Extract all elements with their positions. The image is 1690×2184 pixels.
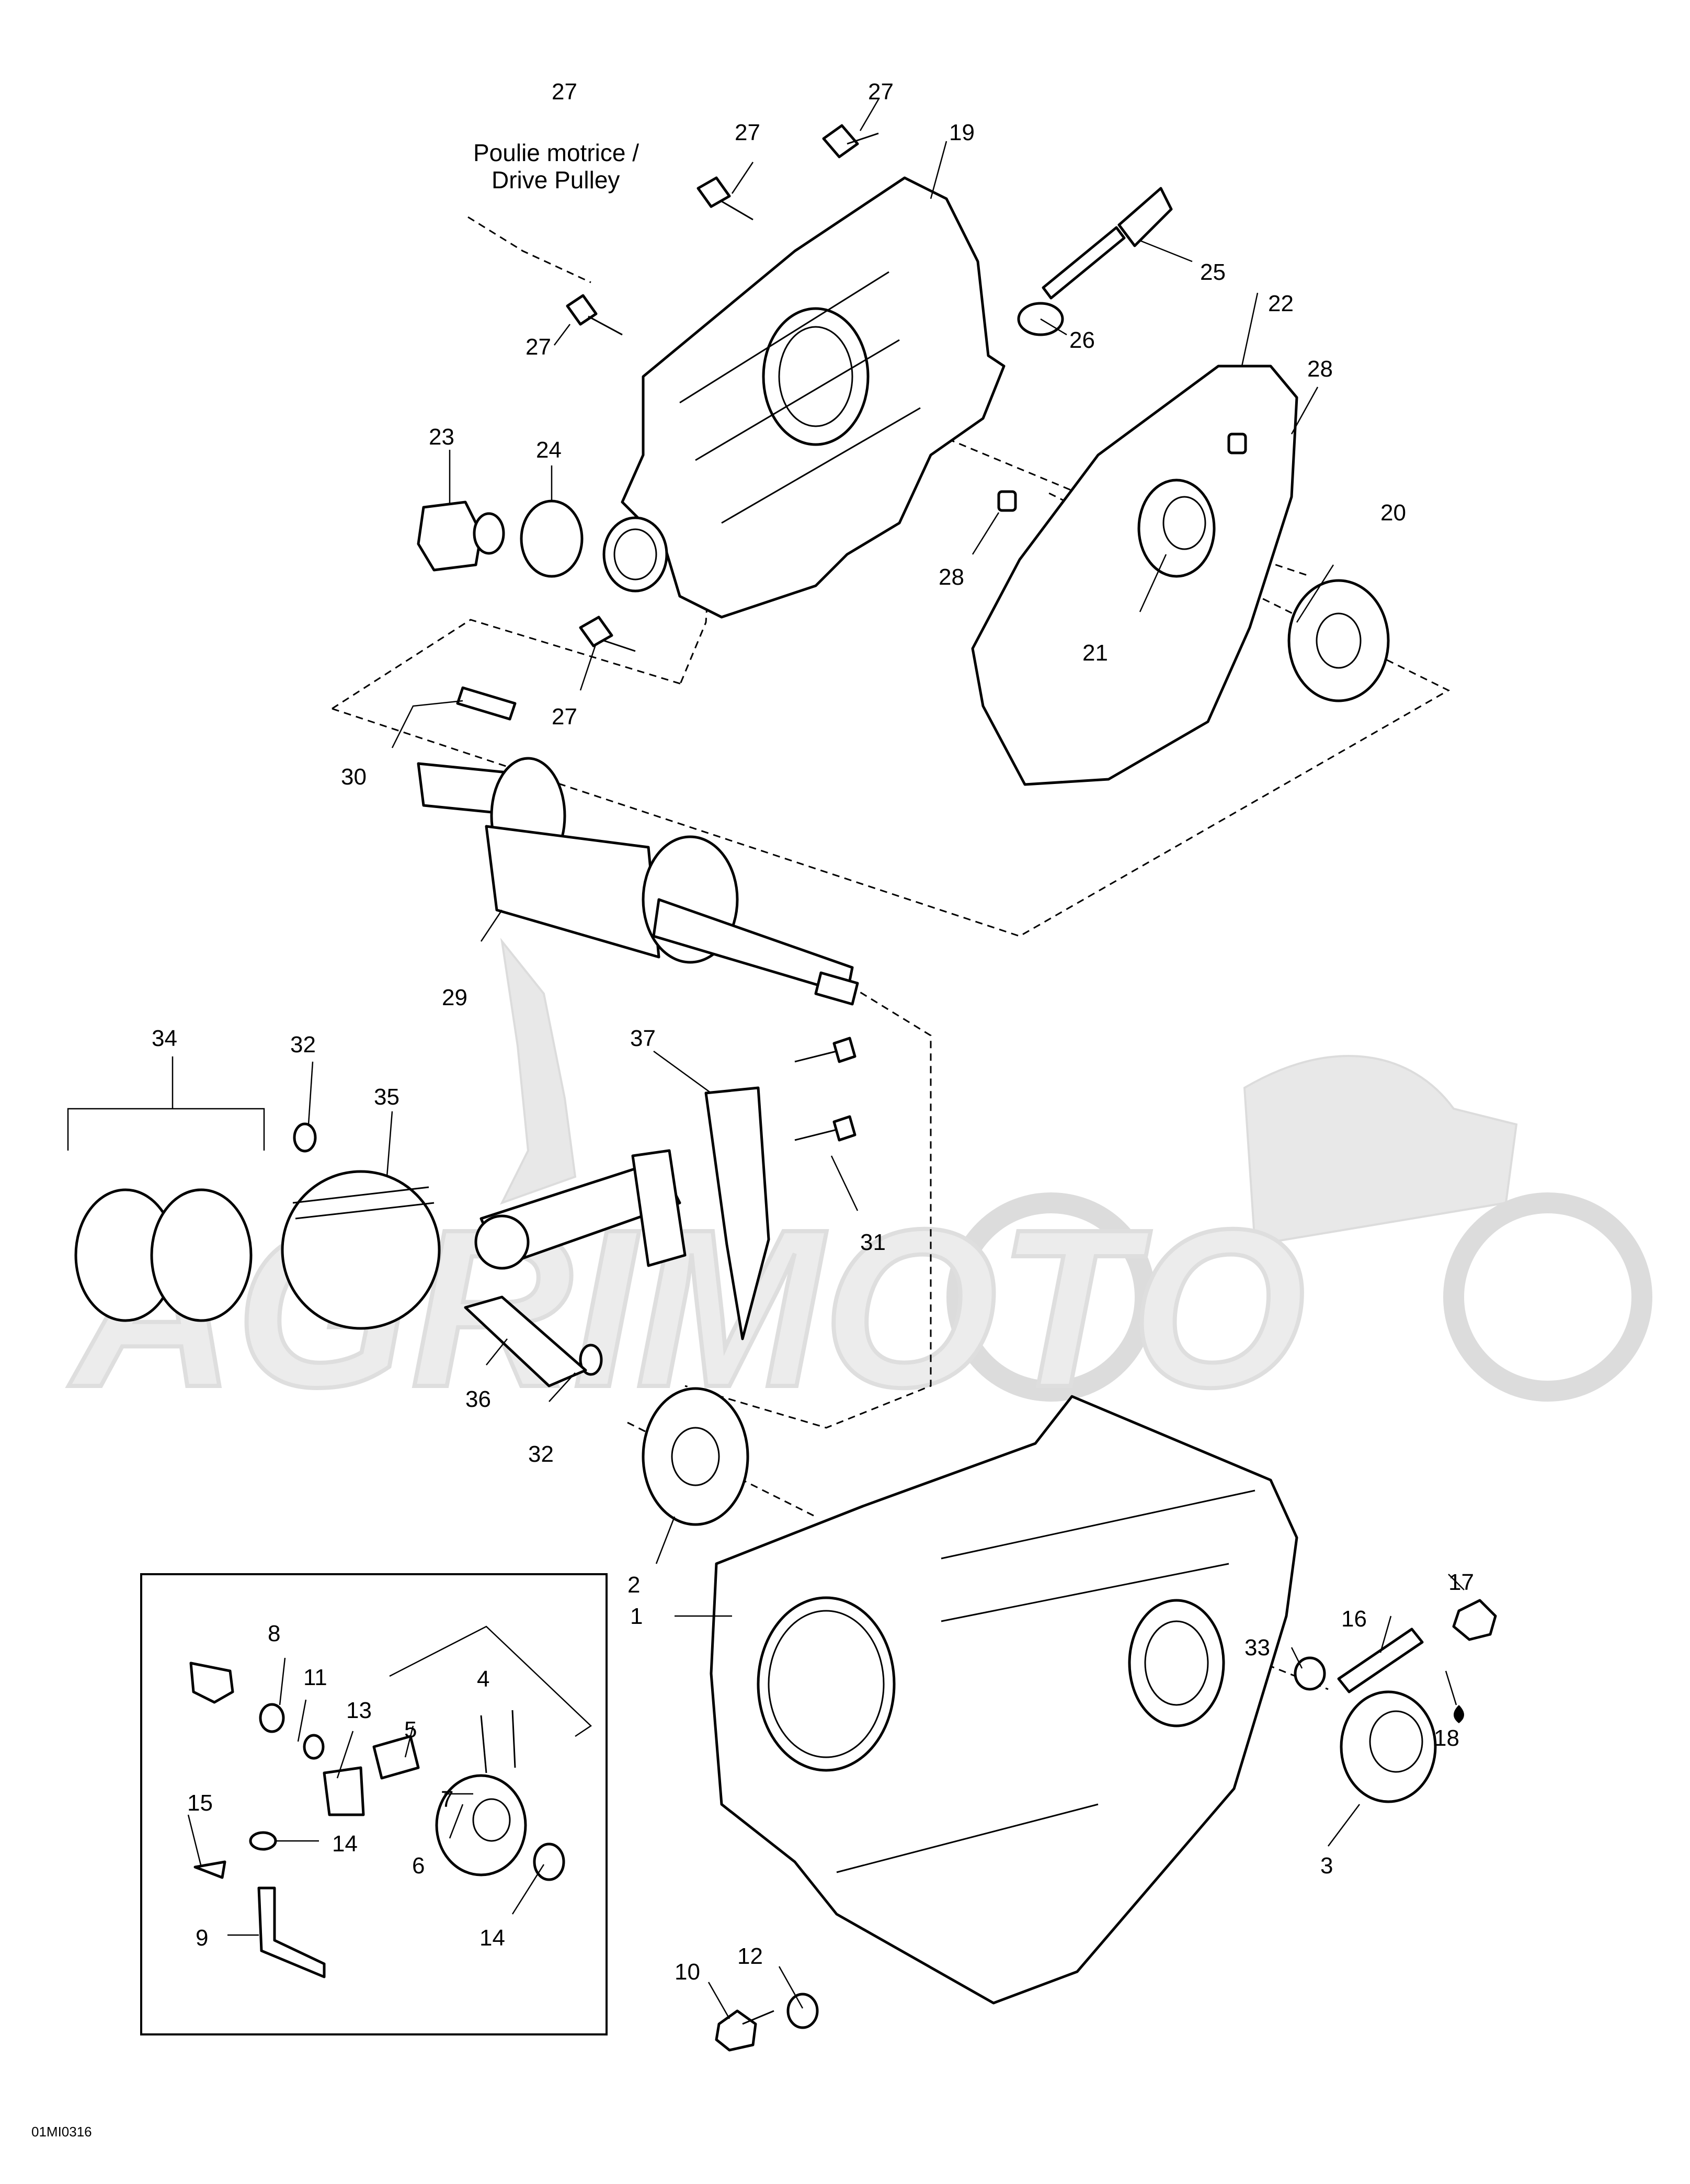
piston: [281, 1170, 441, 1330]
callout: 1: [630, 1603, 643, 1629]
drive-pulley-label-fr: Poulie motrice /: [473, 139, 639, 166]
oil-drop: [1454, 1705, 1464, 1723]
oil-seal: [1137, 479, 1216, 578]
callout: 17: [1448, 1569, 1474, 1595]
woodruff-key: [456, 686, 517, 721]
callout: 3: [1320, 1853, 1333, 1879]
callout: 28: [939, 564, 964, 590]
callout-numbers: 1 2 3 4 5 6 7 8 9 10 11 12 13 14 14 15 1…: [152, 79, 1474, 1985]
circlip-upper: [293, 1122, 317, 1153]
drive-pulley-label-en: Drive Pulley: [492, 166, 620, 194]
callout: 25: [1200, 259, 1226, 285]
callout: 35: [374, 1084, 399, 1110]
gasket: [971, 365, 1298, 786]
ball-bearing-20: [1287, 579, 1390, 702]
figure-code: 01MI0316: [31, 2124, 92, 2140]
oil-dipstick: [1042, 187, 1173, 300]
callout: 29: [442, 985, 467, 1010]
callout: 32: [290, 1032, 316, 1057]
callout: 32: [528, 1441, 554, 1467]
callout: 27: [735, 120, 760, 145]
callout: 2: [627, 1572, 640, 1598]
callout: 27: [526, 334, 551, 360]
callout: 27: [552, 704, 577, 730]
drain-plug: [417, 500, 505, 572]
callout: 19: [949, 120, 975, 145]
piston-pin: [464, 1295, 587, 1387]
callout: 14: [479, 1925, 505, 1951]
callout: 10: [675, 1959, 700, 1985]
drive-pulley-label: Poulie motrice / Drive Pulley: [473, 139, 639, 194]
callout: 33: [1244, 1635, 1270, 1660]
callout: 36: [465, 1386, 491, 1412]
crankshaft: [417, 757, 859, 1006]
piston-rings: [67, 1108, 265, 1322]
callout: 23: [429, 424, 454, 450]
callout: 31: [860, 1230, 886, 1255]
callout: 26: [1069, 327, 1095, 353]
callout: 27: [552, 79, 577, 105]
callout: 24: [536, 437, 562, 463]
plug-washer: [520, 499, 584, 578]
callout: 22: [1268, 291, 1294, 316]
callout: 30: [341, 764, 367, 790]
callout-leaders: [172, 99, 1465, 2019]
callout: 15: [187, 1790, 213, 1816]
circlip-lower: [579, 1344, 603, 1376]
callout: 12: [737, 1943, 763, 1969]
nut-17: [1452, 1599, 1497, 1641]
callout: 37: [630, 1026, 656, 1051]
connecting-rod: [474, 1086, 770, 1340]
callout: 6: [412, 1853, 425, 1879]
callout: 11: [303, 1665, 327, 1690]
watermark: AGRIMOTO: [64, 937, 1652, 1436]
callout: 13: [346, 1698, 372, 1723]
oil-seal-3: [1340, 1690, 1437, 1803]
callout: 28: [1307, 356, 1333, 382]
callout: 34: [152, 1026, 177, 1051]
callout: 21: [1082, 640, 1108, 666]
bolt-10: [715, 2009, 774, 2052]
connecting-rod-bolts: [794, 1037, 857, 1142]
callout: 8: [268, 1621, 280, 1646]
bolts-27: [566, 124, 879, 652]
callout: 14: [332, 1831, 358, 1857]
callout: 5: [404, 1717, 417, 1743]
callout: 27: [868, 79, 894, 105]
washer-33: [1294, 1656, 1326, 1691]
governor-shaft: [1337, 1628, 1424, 1693]
washer-12: [786, 1993, 819, 2029]
crankcase-cover: [602, 176, 1006, 619]
callout: 20: [1380, 500, 1406, 526]
ball-bearing-2: [642, 1387, 749, 1526]
callout: 4: [477, 1666, 489, 1692]
callout: 16: [1341, 1606, 1367, 1632]
callout: 7: [441, 1787, 453, 1812]
callout: 18: [1434, 1725, 1459, 1751]
callout: 9: [196, 1925, 208, 1951]
crankcase: [710, 1395, 1298, 2005]
governor-kit-inset: [140, 1573, 608, 2035]
dowel-pins: [997, 433, 1247, 512]
